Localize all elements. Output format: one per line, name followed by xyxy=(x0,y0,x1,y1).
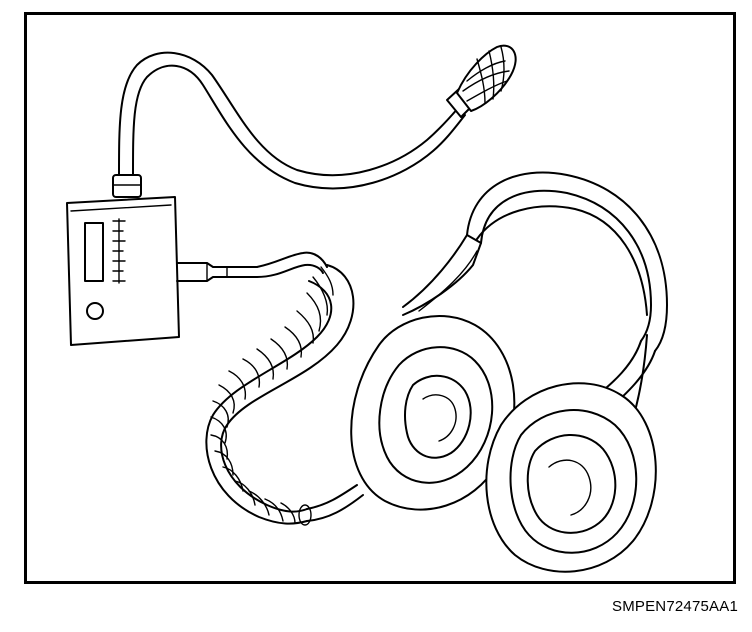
headphones-icon xyxy=(350,171,668,573)
cable-connector-icon xyxy=(112,174,142,198)
gooseneck-cable-icon xyxy=(118,51,466,190)
cord-icon xyxy=(256,251,328,268)
listening-device-illustration xyxy=(66,44,668,573)
earcup-cord-icon xyxy=(306,484,358,510)
microphone-icon xyxy=(446,44,517,118)
volume-knob-icon xyxy=(86,302,104,320)
amplifier-box-icon xyxy=(66,196,180,346)
figure-code: SMPEN72475AA1 xyxy=(611,598,738,615)
level-scale-icon xyxy=(112,218,126,284)
coiled-cord-icon xyxy=(205,264,355,525)
figure-frame xyxy=(24,12,736,584)
jack-plug-icon xyxy=(176,262,258,282)
